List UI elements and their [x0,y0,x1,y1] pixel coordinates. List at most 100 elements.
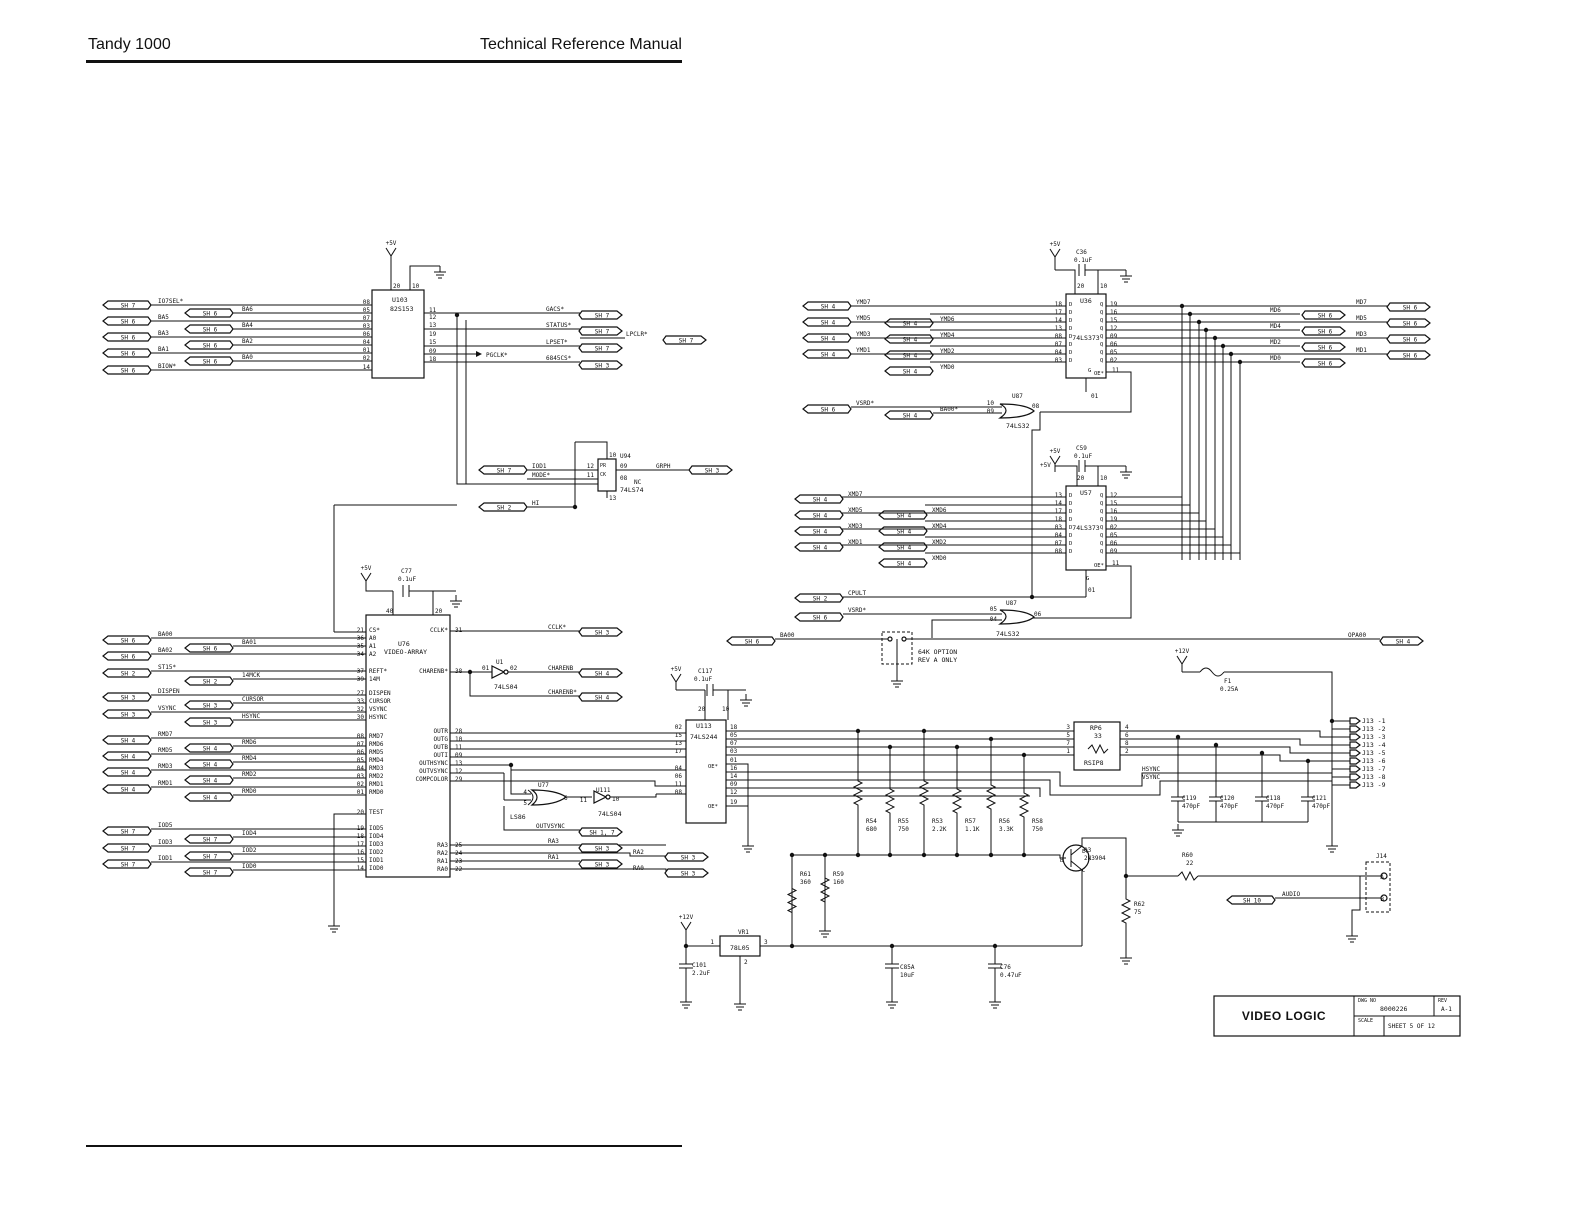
wire [575,441,608,459]
pin-number: 04 [1055,532,1063,539]
pin-label: CHARENB* [419,668,448,675]
connector-label: SH 3 [203,720,218,727]
pin-label: RMD2 [369,773,384,780]
label: R59 [833,871,844,878]
pin-number: 02 [1110,357,1118,364]
pin-number: 13 [675,740,683,747]
pin-number: 16 [357,849,365,856]
pin-number: 03 [363,323,371,330]
label: D [1069,350,1072,356]
label: 750 [1032,826,1043,833]
label: BA01 [242,639,257,646]
wire [1120,746,1338,754]
label: C [1082,868,1085,874]
label: R57 [965,818,976,825]
label: 4 [523,789,527,796]
connector-pin-icon [1349,741,1361,749]
label: RSIP8 [1084,759,1104,767]
label: XMD7 [848,491,863,498]
offsheet-connector [802,301,852,311]
wire [365,589,393,592]
pin-label: RA3 [437,842,448,849]
connector-label: SH 4 [813,529,828,536]
label: C119 [1182,795,1197,802]
label: Q [1100,326,1103,332]
wire [385,247,392,257]
connector-label: SH 4 [813,513,828,520]
pin-number: 13 [429,322,437,329]
junction-dot [822,852,828,858]
pin-number: 4 [1125,724,1129,731]
label: BA00 [158,631,173,638]
pin-number: 15 [1110,317,1118,324]
pin-label: RMD7 [369,733,384,740]
pin-label: OUTR [434,728,449,735]
inverter-bubble-icon [605,794,611,800]
label: RMD1 [158,780,173,787]
label: D [1069,318,1072,324]
pin-number: 09 [429,348,437,355]
label: 0.1uF [1074,453,1092,460]
connector-pin-icon [1349,765,1361,773]
chip-u103 [371,289,425,379]
label: R61 [800,871,811,878]
label: 1.1K [965,826,980,833]
label: 11 [580,797,588,804]
wire [1181,655,1188,665]
footer-rule [86,1145,682,1147]
connector-label: SH 4 [903,413,918,420]
offsheet-connector [102,332,152,342]
wire [333,813,366,920]
pin-number: 18 [1055,516,1063,523]
pin-number: 08 [363,299,371,306]
label: 74LS373 [1072,524,1099,532]
label: XMD2 [932,539,947,546]
pin-label: 14M [369,676,380,683]
label: 01 [1091,393,1099,400]
label: RA1 [548,854,559,861]
offsheet-connector [578,668,623,678]
connector-label: SH 6 [121,638,136,645]
pin-number: 07 [363,315,371,322]
connector-label: SH 4 [903,353,918,360]
wire [792,854,1066,859]
connector-label: SH 4 [1396,639,1411,646]
pin-number: 06 [363,331,371,338]
label: XMD0 [932,555,947,562]
label: 0.1uF [398,576,416,583]
pin-label: RMD4 [369,757,384,764]
label: D [1069,517,1072,523]
pin-number: 03 [730,748,738,755]
wire [685,938,720,947]
connector-label: SH 6 [121,654,136,661]
label: ST15* [158,664,176,671]
pin-number: 08 [675,789,683,796]
label: RMD6 [242,739,257,746]
pin-number: 19 [1110,301,1118,308]
connector-label: SH 3 [705,468,720,475]
connector-label: SH 4 [897,545,912,552]
label: E [1082,849,1085,855]
pin-number: 17 [1055,508,1063,515]
label: 6 [564,795,568,802]
wire [1054,465,1062,472]
pin-number: 08 [1055,333,1063,340]
pin-number: 01 [363,347,371,354]
label: Q [1100,310,1103,316]
wire [726,771,1310,787]
label: 470pF [1266,803,1284,810]
label: C117 [698,668,713,675]
pin-number: 04 [1055,349,1063,356]
label: 20 [1077,475,1085,482]
label: BIOW* [158,363,176,370]
label: OUTVSYNC [536,823,565,830]
offsheet-connector [664,852,709,862]
pin-number: 16 [1110,508,1118,515]
pin-number: 19 [429,331,437,338]
label: IOD0 [242,863,257,870]
connector-pin-label: J13 -6 [1362,757,1386,765]
connector-label: SH 4 [821,336,836,343]
pin-number: 19 [1110,516,1118,523]
pin-number: 04 [357,765,365,772]
label: RA3 [548,838,559,845]
